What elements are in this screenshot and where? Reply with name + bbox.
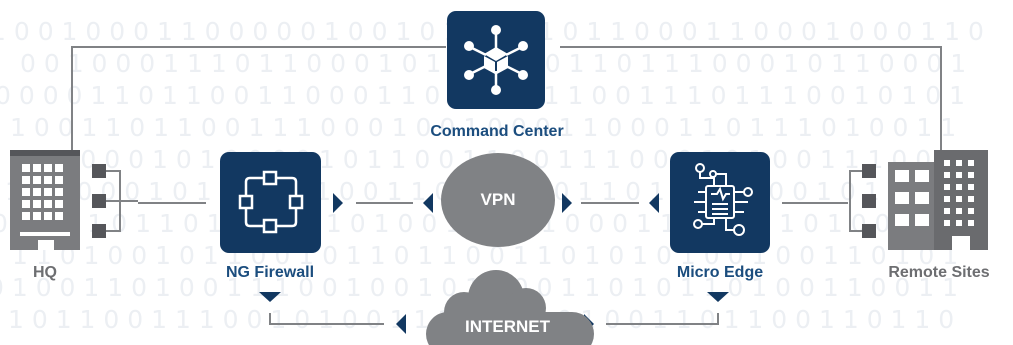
arrow-down-micro-edge xyxy=(707,292,729,302)
micro-edge-tile xyxy=(670,152,770,253)
arrow-left-vpn xyxy=(423,193,433,213)
firewall-ring-icon xyxy=(238,170,304,234)
microchip-icon xyxy=(693,163,753,236)
ng-firewall-label: NG Firewall xyxy=(225,264,315,281)
vpn-node: VPN xyxy=(441,153,555,247)
remote-sites-building-icon xyxy=(849,150,988,250)
line-internet-to-micro-edge xyxy=(606,313,719,325)
line-command-center-to-remote-sites xyxy=(560,46,942,150)
arrow-left-micro-edge xyxy=(649,193,659,213)
hq-building-icon xyxy=(10,150,138,250)
arrow-left-internet xyxy=(396,314,406,334)
internet-label: INTERNET xyxy=(465,317,550,336)
command-center-label: Command Center xyxy=(430,123,564,140)
arrow-down-firewall xyxy=(259,292,281,302)
hub-network-icon xyxy=(464,25,528,95)
svg-text:1 0 0 1 1 0 1 1 0 0 1 1 1 0 0: 1 0 0 1 1 0 1 1 0 0 1 1 1 0 0 0 1 0 0 1 … xyxy=(10,113,956,142)
line-firewall-to-internet xyxy=(269,313,384,325)
remote-sites-label: Remote Sites xyxy=(888,264,990,281)
arrow-right-firewall xyxy=(333,193,343,213)
command-center-tile xyxy=(447,11,545,109)
line-hq-to-command-center xyxy=(71,46,446,150)
cloud-icon xyxy=(426,270,594,345)
ng-firewall-tile xyxy=(220,152,321,253)
micro-edge-label: Micro Edge xyxy=(676,264,764,281)
hq-label: HQ xyxy=(33,264,57,281)
arrow-right-vpn xyxy=(562,193,572,213)
